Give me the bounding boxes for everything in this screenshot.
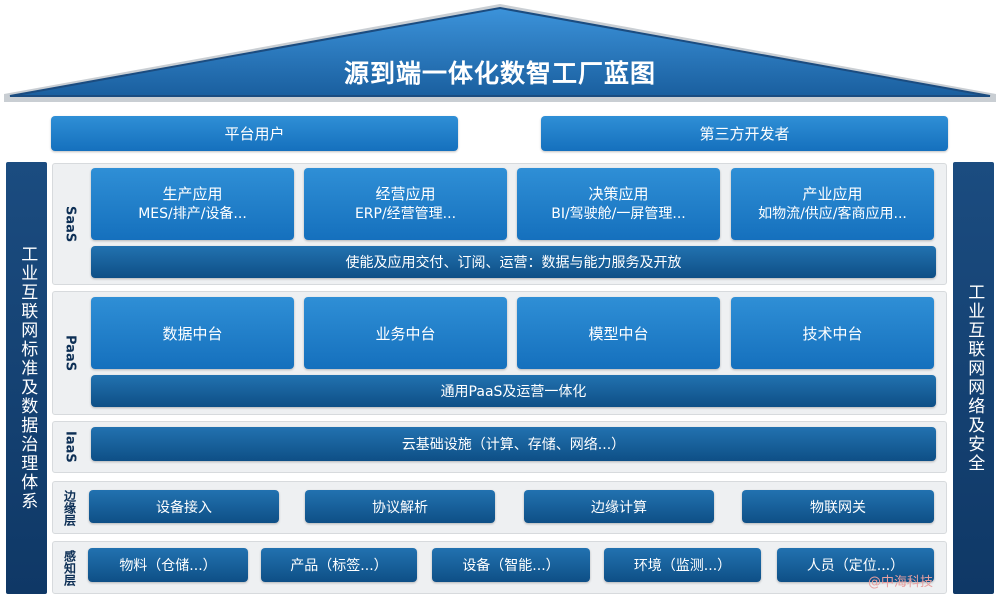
data-middle-platform-card: 数据中台 (91, 297, 294, 369)
device-sensing-box: 设备（智能...） (432, 548, 590, 582)
model-middle-platform-card: 模型中台 (517, 297, 720, 369)
industry-app-card: 产业应用 如物流/供应/客商应用... (731, 168, 934, 240)
left-standards-bar: 工业互联网标准及数据治理体系 (6, 162, 47, 594)
saas-layer-label: SaaS (62, 205, 78, 243)
iot-gateway-box: 物联网关 (742, 490, 934, 523)
protocol-parsing-box: 协议解析 (305, 490, 495, 523)
product-sensing-box: 产品（标签...） (261, 548, 417, 582)
roof-graphic (4, 4, 996, 102)
environment-sensing-box: 环境（监测...） (604, 548, 761, 582)
iaas-layer-label: IaaS (62, 431, 78, 463)
production-app-card: 生产应用 MES/排产/设备... (91, 168, 294, 240)
tech-middle-platform-card: 技术中台 (731, 297, 934, 369)
right-security-label: 工业互联网网络及安全 (964, 283, 985, 473)
watermark-text: @中海科技 (868, 574, 934, 590)
edge-layer-label: 边缘层 (62, 489, 77, 526)
platform-users-box: 平台用户 (51, 116, 458, 151)
edge-computing-box: 边缘计算 (524, 490, 714, 523)
paas-operations-bar: 通用PaaS及运营一体化 (91, 375, 936, 407)
sensing-layer-label: 感知层 (62, 549, 77, 586)
cloud-infrastructure-bar: 云基础设施（计算、存储、网络...） (91, 427, 936, 461)
right-security-bar: 工业互联网网络及安全 (953, 162, 994, 594)
decision-app-card: 决策应用 BI/驾驶舱/一屏管理... (517, 168, 720, 240)
material-sensing-box: 物料（仓储...） (88, 548, 248, 582)
device-access-box: 设备接入 (89, 490, 279, 523)
operations-app-card: 经营应用 ERP/经营管理... (304, 168, 507, 240)
left-standards-label: 工业互联网标准及数据治理体系 (17, 245, 38, 511)
paas-layer-label: PaaS (62, 334, 78, 372)
third-party-developers-box: 第三方开发者 (541, 116, 948, 151)
blueprint-title: 源到端一体化数智工厂蓝图 (343, 59, 656, 88)
saas-delivery-bar: 使能及应用交付、订阅、运营：数据与能力服务及开放 (91, 246, 936, 278)
personnel-sensing-box: 人员（定位...） (777, 548, 934, 582)
business-middle-platform-card: 业务中台 (304, 297, 507, 369)
